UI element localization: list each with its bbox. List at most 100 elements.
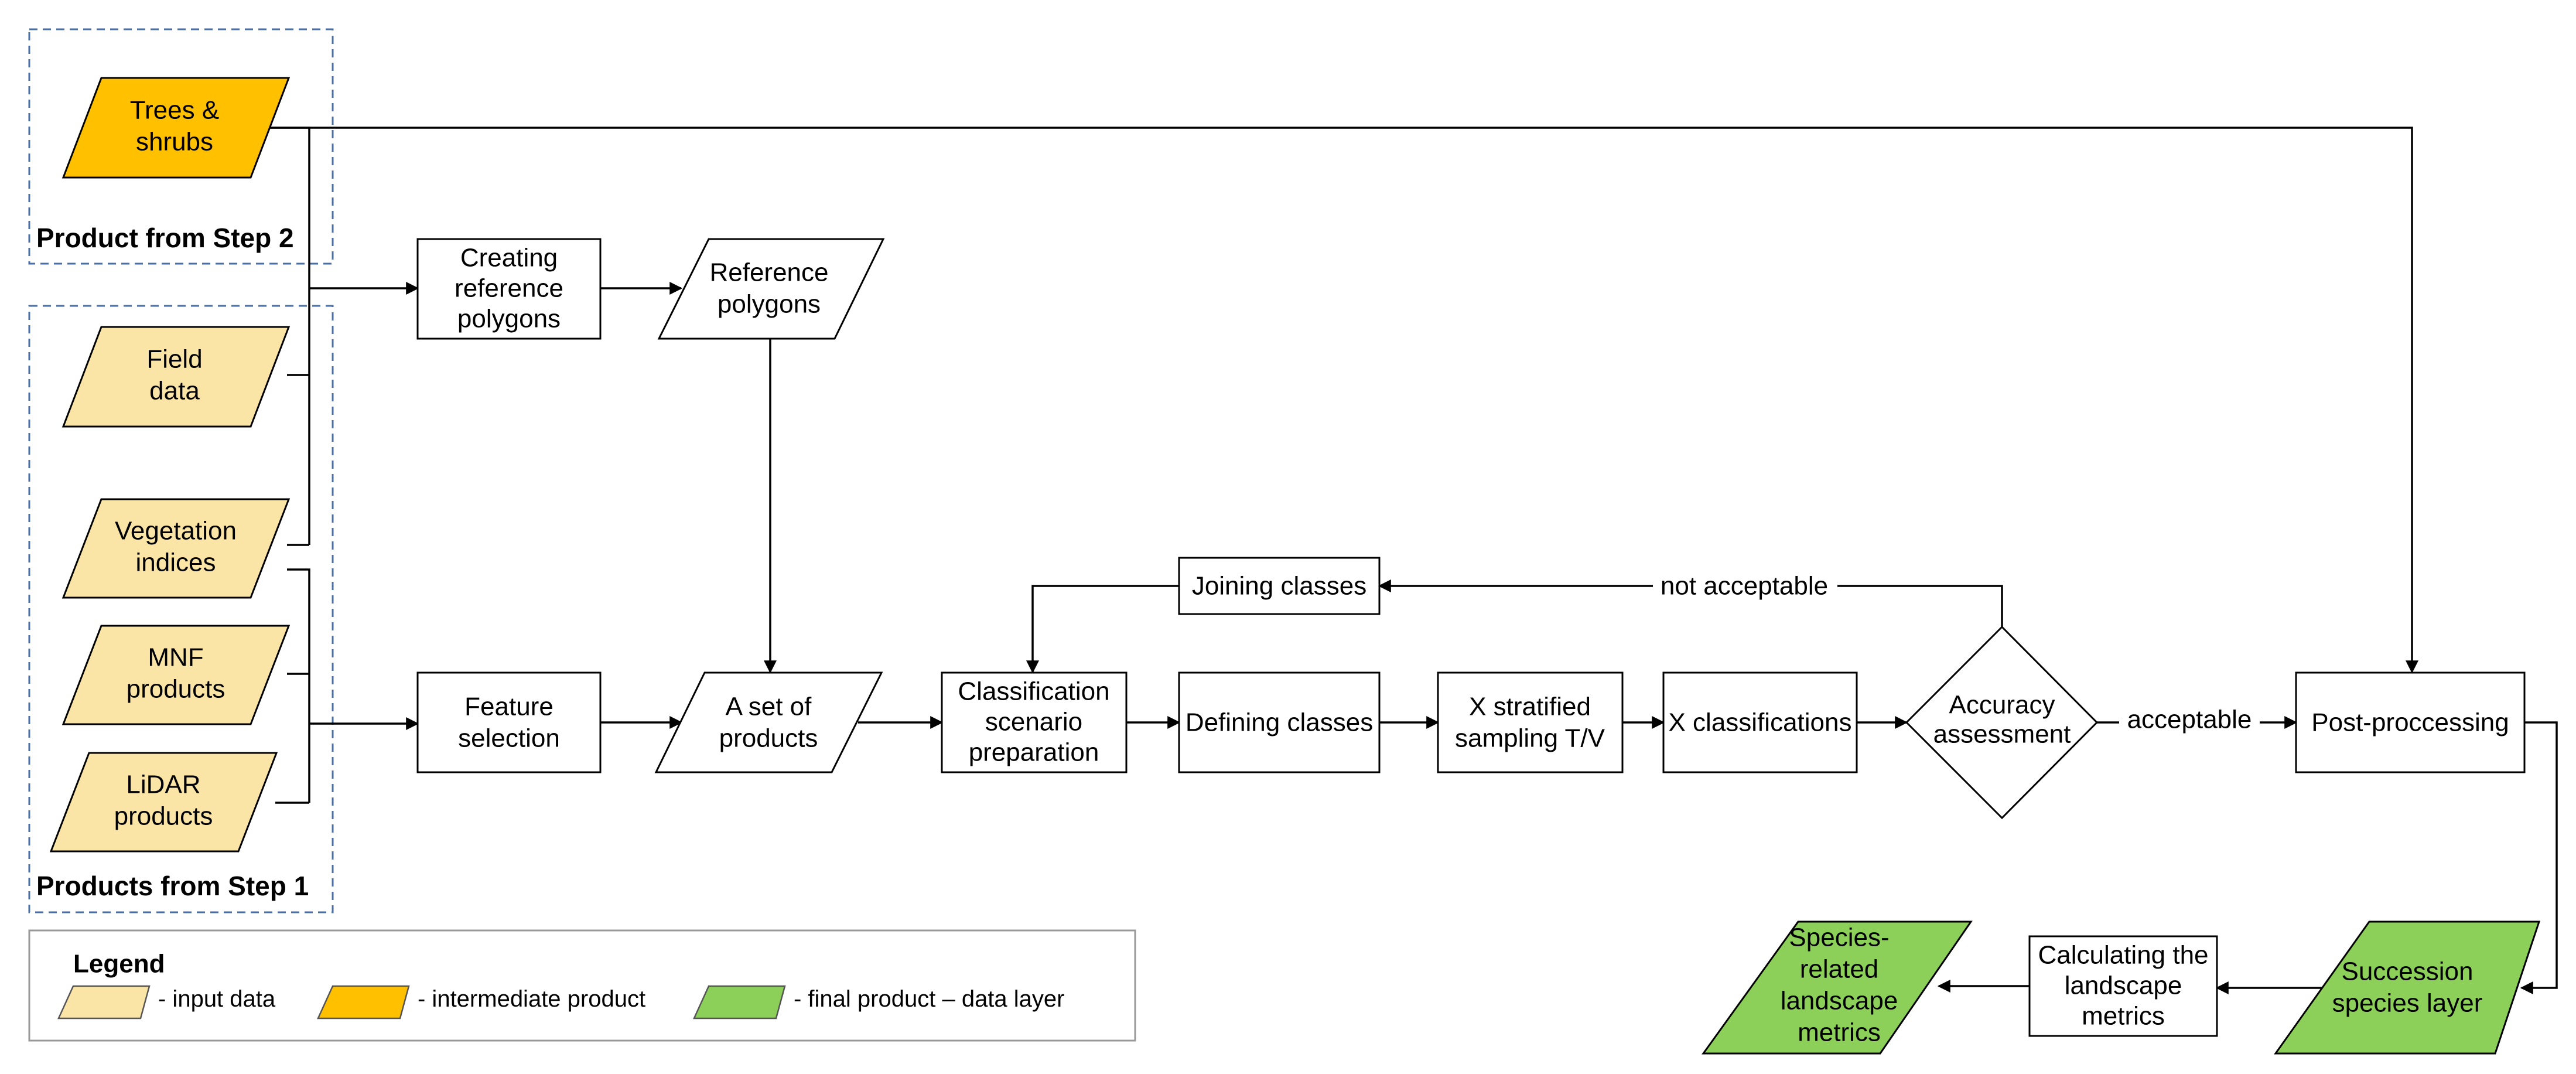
mnf-products-shape [62,625,291,725]
input-lidar-products: LiDAR products [49,752,278,853]
species-line1: Species- [1789,923,1889,952]
input-trees-shrubs: Trees & shrubs [62,77,291,179]
legend-final-swatch [693,985,786,1020]
succession-line2: species layer [2332,989,2483,1018]
node-classification-scenario-preparation: Classification scenario preparation [941,671,1128,773]
input-vegetation-indices: Vegetation indices [62,498,291,599]
aset-line2: products [719,724,818,753]
input-field-data: Field data [62,326,291,428]
trees-shrubs-line1: Trees & [130,96,219,125]
calc-line2: landscape [2065,971,2182,1000]
field-data-line2: data [149,377,200,405]
classprep-line1: Classification [958,677,1109,706]
group-step2-label: Product from Step 2 [36,223,294,253]
node-species-related-landscape-metrics: Species- related landscape metrics [1702,920,1973,1055]
node-defining-classes: Defining classes [1178,671,1381,773]
species-line3: landscape [1781,987,1898,1015]
species-line4: metrics [1798,1018,1881,1047]
group-step1-label: Products from Step 1 [36,871,309,901]
node-a-set-of-products: A set of products [654,671,883,773]
xstrat-line1: X stratified [1469,693,1591,721]
legend-final-label: - final product – data layer [794,986,1064,1012]
node-accuracy-assessment: Accuracy assessment [1905,625,2099,820]
accuracy-line2: assessment [1933,720,2071,749]
a-set-of-products-shape [654,671,883,773]
creating-reference-polygons-box [416,238,602,340]
edge-post-to-succession [2520,721,2558,994]
lidar-products-line1: LiDAR [126,770,200,799]
node-joining-classes: Joining classes [1178,557,1381,615]
node-x-stratified-sampling: X stratified sampling T/V [1437,671,1624,773]
species-related-shape [1702,920,1973,1055]
field-data-line1: Field [146,345,202,374]
legend: Legend - input data - intermediate produ… [28,929,1136,1042]
refpoly-line1: Reference [709,258,828,287]
legend-frame [28,929,1136,1042]
joining-classes-box [1178,557,1381,615]
classprep-box [941,671,1128,773]
feature-line1: Feature [464,693,554,721]
classprep-line2: scenario [985,708,1082,737]
node-creating-reference-polygons: Creating reference polygons [416,238,602,340]
legend-input-label: - input data [158,986,276,1012]
post-processing-box [2295,671,2526,773]
edges [268,127,2558,994]
edge-label-acceptable: acceptable [2127,705,2252,734]
trees-shrubs-line2: shrubs [136,128,213,156]
edge-trees-to-post [268,127,2418,674]
reference-polygons-shape [657,238,885,340]
feature-selection-box [416,671,602,773]
joining-line1: Joining classes [1192,572,1366,601]
creating-line2: reference [455,274,563,303]
post-line1: Post-proccessing [2311,708,2509,737]
lidar-products-shape [49,752,278,853]
vegetation-indices-line1: Vegetation [115,517,237,545]
aset-line1: A set of [726,693,812,721]
x-stratified-box [1437,671,1624,773]
node-feature-selection: Feature selection [416,671,602,773]
node-post-processing: Post-proccessing [2295,671,2526,773]
vegetation-indices-line2: indices [136,548,216,577]
creating-line1: Creating [460,244,558,272]
edge-veg-to-lower-trunk [287,568,310,803]
creating-line3: polygons [457,305,561,333]
mnf-products-line2: products [127,675,226,704]
group-step1-frame [28,305,334,913]
xclass-line1: X classifications [1668,708,1851,737]
succession-species-shape [2274,920,2541,1055]
vegetation-indices-shape [62,498,291,599]
classprep-line3: preparation [969,738,1099,767]
defining-line1: Defining classes [1185,708,1373,737]
legend-input-swatch [57,985,151,1020]
edge-label-not-acceptable: not acceptable [1661,572,1828,601]
accuracy-assessment-diamond [1905,625,2099,820]
mnf-products-line1: MNF [148,643,203,672]
field-data-shape [62,326,291,428]
x-classifications-box [1662,671,1858,773]
calc-line3: metrics [2082,1002,2165,1031]
defining-classes-box [1178,671,1381,773]
succession-line1: Succession [2341,957,2473,986]
node-succession-species-layer: Succession species layer [2274,920,2541,1055]
node-x-classifications: X classifications [1662,671,1858,773]
trees-shrubs-shape [62,77,291,179]
refpoly-line2: polygons [718,290,821,319]
acceptable-label-bg [2119,706,2260,739]
not-acceptable-label-bg [1653,570,1837,602]
input-mnf-products: MNF products [62,625,291,725]
edge-joining-to-classprep [1026,585,1179,674]
node-calculating-landscape-metrics: Calculating the landscape metrics [2028,935,2218,1037]
legend-intermediate-label: - intermediate product [418,986,645,1012]
node-reference-polygons: Reference polygons [657,238,885,340]
edge-accuracy-to-joining [1378,579,2003,627]
xstrat-line2: sampling T/V [1455,724,1605,753]
species-line2: related [1800,955,1879,984]
calc-line1: Calculating the [2038,941,2208,970]
accuracy-line1: Accuracy [1949,691,2055,720]
calculating-box [2028,935,2218,1037]
lidar-products-line2: products [114,802,213,831]
legend-intermediate-swatch [317,985,410,1020]
group-step2-frame [28,28,334,265]
legend-title: Legend [73,950,165,978]
